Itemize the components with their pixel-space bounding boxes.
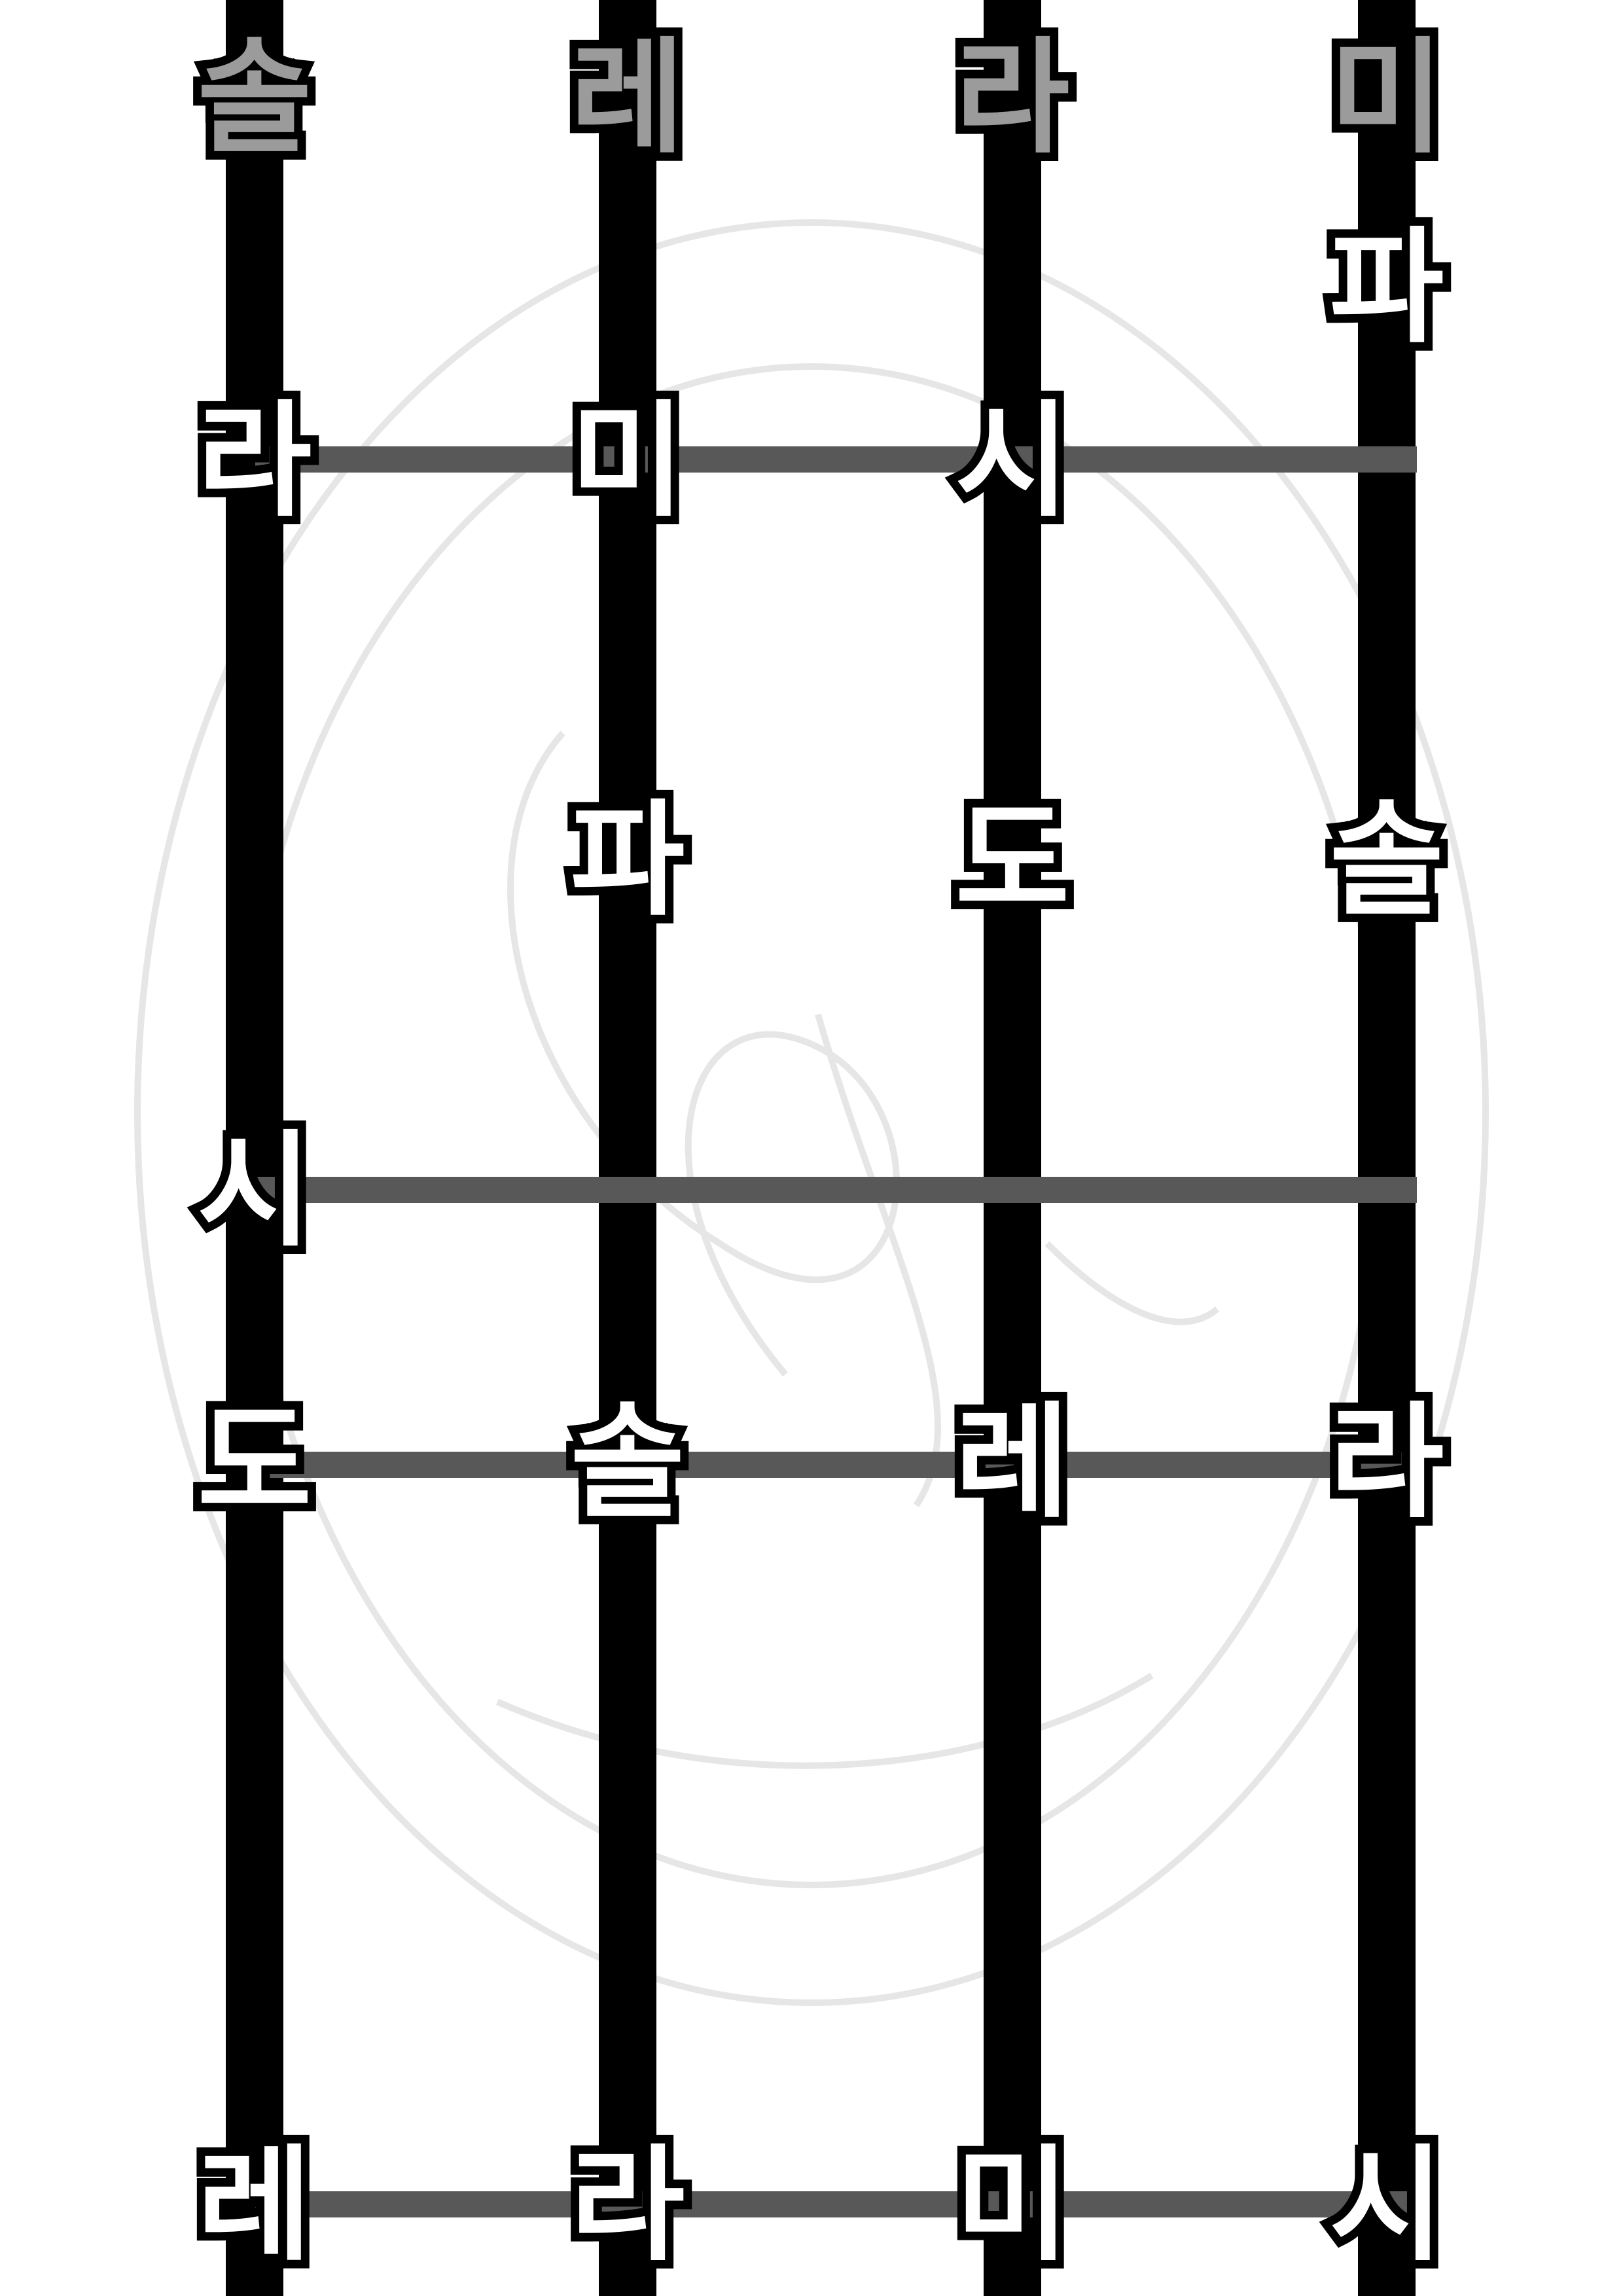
string-4	[1358, 0, 1416, 2296]
fret-bar-4	[255, 2191, 1417, 2217]
note-row-5-string-3: 미	[947, 2133, 1079, 2278]
note-row-4-string-3: 레	[947, 1390, 1079, 1535]
note-row-1-string-1: 라	[189, 389, 321, 533]
string-1	[226, 0, 283, 2296]
open-note-string-1: 솔	[189, 26, 321, 170]
note-row-2-string-2: 파	[562, 788, 694, 933]
open-note-string-4: 미	[1321, 26, 1453, 170]
open-note-string-2: 레	[562, 26, 694, 170]
note-row-0-string-4: 파	[1321, 215, 1453, 360]
note-row-4-string-1: 도	[189, 1390, 321, 1535]
note-row-5-string-4: 시	[1321, 2133, 1453, 2278]
note-row-4-string-4: 라	[1321, 1390, 1453, 1535]
fret-bar-3	[255, 1452, 1417, 1478]
string-3	[984, 0, 1041, 2296]
note-row-3-string-1: 시	[189, 1119, 321, 1263]
note-row-2-string-3: 도	[947, 788, 1079, 933]
open-note-string-3: 라	[947, 26, 1079, 170]
fret-bar-2	[255, 1177, 1417, 1203]
note-row-4-string-2: 솔	[562, 1390, 694, 1535]
note-row-2-string-4: 솔	[1321, 788, 1453, 933]
string-2	[599, 0, 656, 2296]
note-row-1-string-3: 시	[947, 389, 1079, 533]
note-row-5-string-2: 라	[562, 2133, 694, 2278]
fret-bar-1	[255, 446, 1417, 473]
note-row-1-string-2: 미	[562, 389, 694, 533]
note-row-5-string-1: 레	[189, 2133, 321, 2278]
